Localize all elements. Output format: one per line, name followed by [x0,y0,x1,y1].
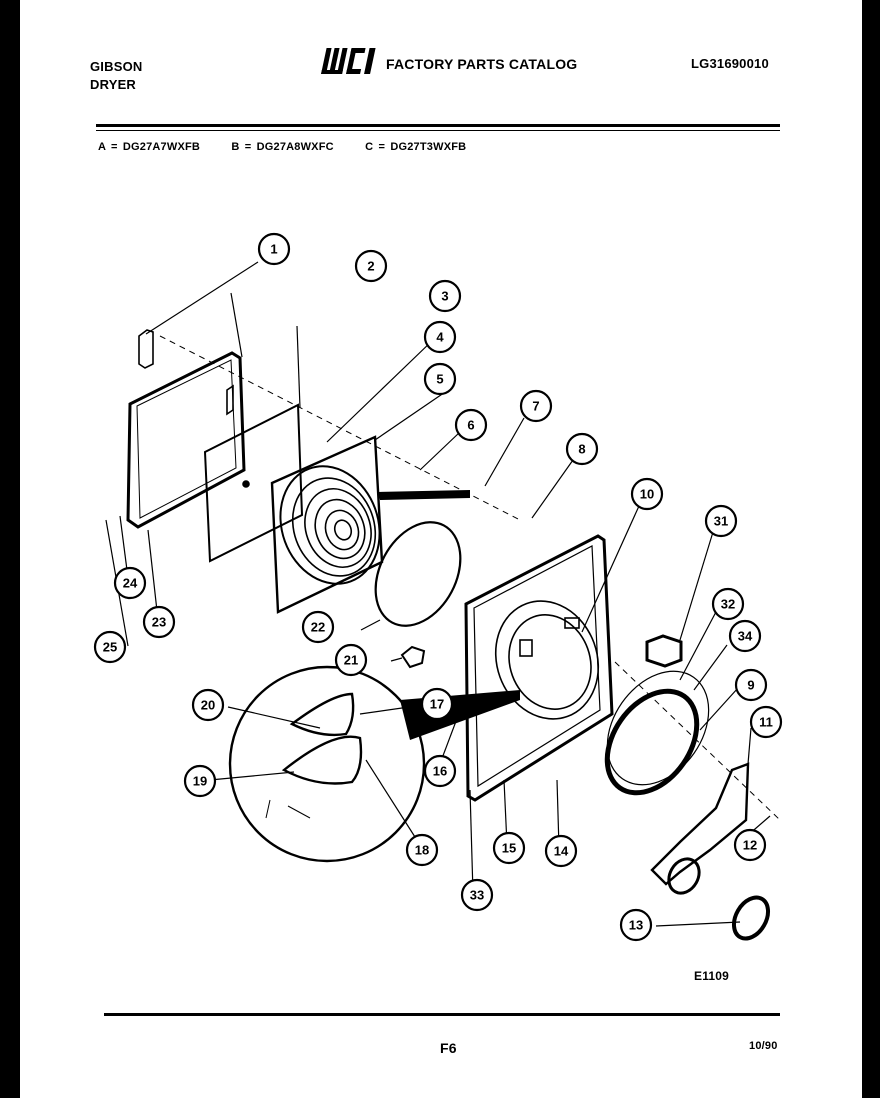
appliance-type: DRYER [90,77,137,92]
callout-label-12: 12 [743,838,757,853]
drawing-id: E1109 [694,969,730,983]
callout-24: 24 [113,566,147,600]
door-outer-panel [126,351,246,529]
callout-18: 18 [405,833,439,867]
exploded-parts-diagram: 1234567810313234911121314153316171819202… [93,232,783,942]
callout-15: 15 [492,831,526,865]
drum-seal-ring [604,688,700,796]
callout-4: 4 [423,320,457,354]
bearing-ring [731,895,771,941]
brand-name: GIBSON [90,59,143,74]
callout-9: 9 [734,668,768,702]
wci-logo [321,48,376,74]
callout-22: 22 [301,610,335,644]
callout-label-6: 6 [467,418,474,433]
callout-33: 33 [460,878,494,912]
callout-7: 7 [519,389,553,423]
callout-label-13: 13 [629,918,643,933]
callout-label-8: 8 [578,442,585,457]
callout-label-32: 32 [721,597,735,612]
model-b: B = DG27A8WXFC [231,141,334,153]
callout-label-4: 4 [436,330,444,345]
callout-label-3: 3 [441,289,448,304]
catalog-number: LG31690010 [691,56,769,71]
callout-25: 25 [93,630,127,664]
callout-label-24: 24 [123,576,138,591]
callout-label-19: 19 [193,774,207,789]
callout-32: 32 [711,587,745,621]
latch-clip [400,645,426,669]
callout-8: 8 [565,432,599,466]
callout-21: 21 [334,643,368,677]
callout-label-11: 11 [759,715,773,730]
door-gasket [374,521,462,627]
callout-6: 6 [454,408,488,442]
hinge-part [138,329,154,369]
model-a: A = DG27A7WXFB [98,141,201,153]
callout-label-18: 18 [415,843,429,858]
callout-label-14: 14 [554,844,569,859]
revision-date: 10/90 [749,1040,778,1052]
callout-label-17: 17 [430,697,444,712]
header-rule-thin [96,130,780,131]
callout-3: 3 [428,279,462,313]
callout-14: 14 [544,834,578,868]
callout-label-10: 10 [640,487,654,502]
callout-label-20: 20 [201,698,215,713]
catalog-sheet: GIBSON DRYER FACTORY PARTS CATALOG LG316… [20,0,862,1098]
callout-31: 31 [704,504,738,538]
callout-label-31: 31 [714,514,728,529]
callout-2: 2 [354,249,388,283]
callout-23: 23 [142,605,176,639]
model-c: C = DG27T3WXFB [365,141,467,153]
callout-label-1: 1 [270,242,277,257]
callout-label-21: 21 [344,653,358,668]
seal-clip [645,634,683,668]
callout-label-2: 2 [367,259,374,274]
callout-19: 19 [183,764,217,798]
door-liner [203,403,304,563]
callout-label-5: 5 [436,372,443,387]
front-panel [464,534,614,802]
callout-10: 10 [630,477,664,511]
callout-label-33: 33 [470,888,484,903]
callout-label-7: 7 [532,399,539,414]
bearing-bracket [650,762,750,886]
callout-16: 16 [423,754,457,788]
footer-rule [104,1013,780,1016]
callout-label-23: 23 [152,615,166,630]
model-legend: A = DG27A7WXFB B = DG27A8WXFC C = DG27T3… [98,141,492,153]
detail-magnifier [228,665,426,863]
brand-block: GIBSON DRYER [90,58,142,94]
callout-13: 13 [619,908,653,942]
callout-20: 20 [191,688,225,722]
callout-17: 17 [420,687,454,721]
page-number: F6 [440,1040,457,1056]
callout-label-16: 16 [433,764,447,779]
callout-34: 34 [728,619,762,653]
callout-label-34: 34 [738,629,753,644]
callout-1: 1 [257,232,291,266]
catalog-title: FACTORY PARTS CATALOG [386,56,578,72]
callout-12: 12 [733,828,767,862]
door-inner-panel [270,435,384,614]
callout-label-22: 22 [311,620,325,635]
callout-label-25: 25 [103,640,117,655]
callout-label-9: 9 [747,678,754,693]
callout-label-15: 15 [502,841,516,856]
callout-5: 5 [423,362,457,396]
callout-11: 11 [749,705,783,739]
header-rule [96,124,780,127]
